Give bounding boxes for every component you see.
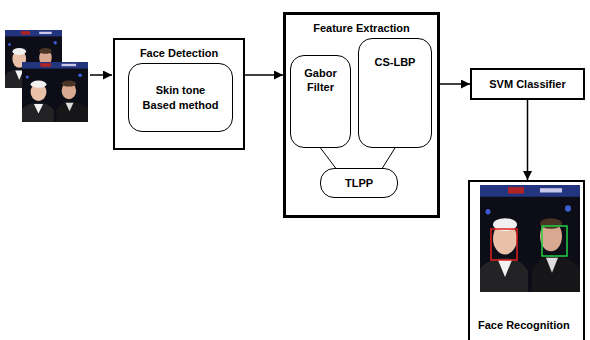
method-box: CS-LBP [358,38,432,148]
result-panel: Face Recognition [468,180,585,340]
node-label: CS-LBP [375,55,416,69]
classifier-box: SVM Classifier [470,68,585,100]
method-box: Skin tone Based method [128,63,233,132]
method-box: Gabor Filter [290,55,351,148]
stage-box: Feature ExtractionGabor Filter CS-LBP TLPP [283,12,440,218]
result-photo [480,185,580,292]
flow-arrow [245,74,283,76]
flow-arrow [527,100,529,180]
input-photo [22,62,88,122]
node-label: Feature Extraction [313,21,410,35]
link-line [321,148,336,168]
node-label: SVM Classifier [489,77,565,91]
flow-arrow [440,83,470,85]
input-arrow [90,74,112,76]
stage-box: Face DetectionSkin tone Based method [113,38,245,150]
node-label: Face Detection [140,46,218,60]
node-label: Face Recognition [478,318,570,332]
node-label: TLPP [345,176,373,190]
node-label: Skin tone Based method [140,83,222,112]
link-line [382,148,395,168]
method-box: TLPP [320,168,398,198]
node-label: Gabor Filter [296,66,346,95]
